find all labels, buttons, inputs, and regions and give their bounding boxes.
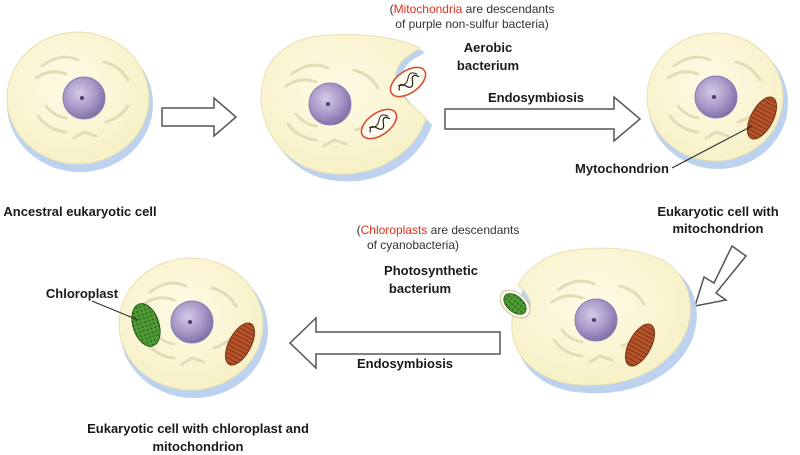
aerobic-label-line1: Aerobic [464,40,512,55]
mitochondrion-icon [746,96,778,140]
eukaryotic-mito-label-line2: mitochondrion [673,221,764,236]
endosymbiosis-top-label: Endosymbiosis [488,90,584,105]
mytochondrion-label: Mytochondrion [575,161,669,176]
nucleus-icon [62,76,106,120]
plant-like-cell [118,257,268,398]
mitochondrion-icon [224,322,256,366]
mitochondrion-icon [624,323,656,367]
eukaryotic-both-label-line2: mitochondrion [153,439,244,454]
photosynthetic-bacterium-icon [499,289,531,319]
mitochondriate-cell [646,32,788,169]
arrow-diagonal-icon [693,244,748,307]
ancestral-cell [6,31,153,172]
mitochondria-note-line2: of purple non-sulfur bacteria) [395,17,548,31]
leader-line [91,300,139,321]
nucleus-icon [574,298,618,342]
mitochondria-note-line1: (Mitochondria are descendants [390,2,555,16]
chloroplast-label: Chloroplast [46,286,119,301]
nucleus-icon [694,75,738,119]
engulfed-bacterium-icon [360,108,398,140]
chloroplast-note-line2: of cyanobacteria) [367,238,459,252]
photosynthetic-label-line1: Photosynthetic [384,263,478,278]
nucleus-icon [308,82,352,126]
ancestral-label: Ancestral eukaryotic cell [3,204,156,219]
eukaryotic-mito-label-line1: Eukaryotic cell with [657,204,778,219]
arrow-right-icon [161,96,238,138]
photosynthetic-engulfing-cell [499,247,697,394]
photosynthetic-label-line2: bacterium [389,281,451,296]
arrow-left-icon [288,316,501,370]
endosymbiosis-bottom-label: Endosymbiosis [357,356,453,371]
aerobic-label-line2: bacterium [457,58,519,73]
eukaryotic-both-label-line1: Eukaryotic cell with chloroplast and [87,421,309,436]
chloroplast-icon [131,303,161,347]
chloroplast-note-line1: (Chloroplasts are descendants [357,223,520,237]
leader-line [671,125,753,169]
aerobic-bacterium-icon [389,66,427,98]
engulfing-cell [260,34,432,182]
nucleus-icon [170,300,214,344]
arrow-right-icon [444,95,642,143]
